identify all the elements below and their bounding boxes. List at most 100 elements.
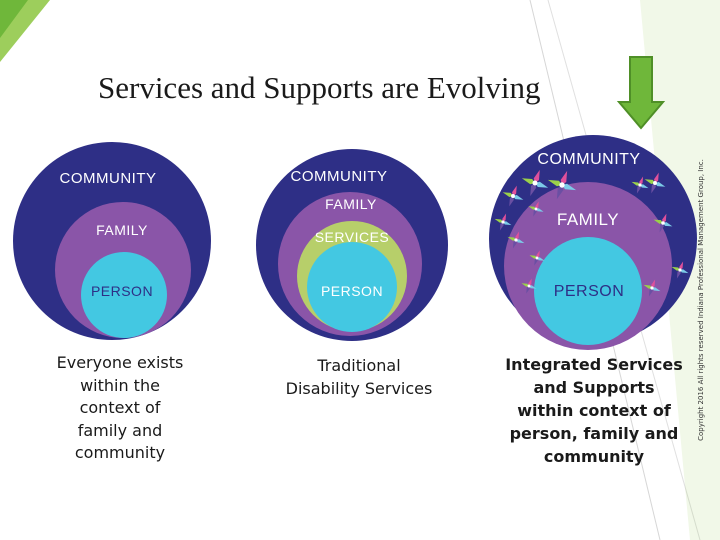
person-circle	[534, 237, 642, 345]
star-petal	[639, 176, 644, 185]
caption-line: context of	[79, 398, 161, 417]
star-icon	[507, 231, 525, 249]
star-petal	[533, 209, 537, 217]
star-center	[534, 207, 538, 211]
star-petal	[512, 185, 517, 196]
star-icon	[521, 169, 549, 197]
caption-line: Everyone exists	[56, 353, 184, 372]
caption-line: and Supports	[533, 378, 655, 397]
community-label: COMMUNITY	[537, 151, 640, 168]
person-label: PERSON	[91, 283, 153, 299]
star-petal	[651, 279, 656, 288]
diagram-everyone: COMMUNITY FAMILY PERSON	[13, 142, 211, 340]
star-petal	[648, 288, 653, 297]
star-icons	[494, 169, 689, 297]
star-petal	[537, 257, 545, 261]
star-petal	[521, 178, 535, 185]
caption-line: within context of	[517, 401, 671, 420]
star-petal	[494, 218, 503, 223]
caption-integrated: Integrated Services and Supports within …	[496, 353, 692, 468]
star-petal	[530, 183, 537, 197]
person-circle	[81, 252, 167, 338]
person-label: PERSON	[321, 283, 383, 299]
star-icon	[494, 213, 512, 231]
star-petal	[680, 269, 689, 274]
star-center	[653, 181, 657, 185]
star-petal	[640, 184, 649, 189]
star-petal	[659, 223, 664, 233]
star-center	[559, 182, 565, 188]
caption-traditional: Traditional Disability Services	[268, 355, 450, 400]
person-circle	[307, 242, 397, 332]
slide-title: Services and Supports are Evolving	[98, 70, 541, 105]
star-petal	[507, 236, 516, 241]
star-petal	[679, 261, 684, 270]
star-petal	[529, 255, 537, 259]
star-icon	[671, 261, 689, 279]
star-petal	[547, 179, 562, 187]
star-petal	[644, 179, 655, 184]
star-icon	[528, 201, 544, 217]
star-icon	[644, 172, 666, 194]
star-petal	[636, 185, 641, 194]
star-icon	[643, 279, 661, 297]
star-petal	[662, 213, 667, 223]
star-petal	[528, 278, 532, 286]
star-center	[661, 221, 665, 225]
star-petal	[663, 222, 673, 227]
star-petal	[536, 250, 540, 258]
star-petal	[528, 206, 536, 210]
family-label: FAMILY	[96, 222, 148, 238]
star-petal	[655, 182, 666, 187]
caption-line: within the	[80, 375, 160, 395]
star-petal	[560, 170, 568, 185]
star-center	[535, 256, 539, 260]
star-petal	[535, 201, 539, 209]
down-arrow-icon	[616, 56, 666, 130]
star-center	[511, 194, 515, 198]
star-icon	[547, 170, 577, 200]
family-label: FAMILY	[557, 210, 619, 229]
star-petal	[499, 222, 504, 231]
star-icon	[529, 250, 545, 266]
star-petal	[536, 208, 544, 212]
star-center	[532, 180, 538, 186]
star-petal	[533, 169, 540, 183]
community-label: COMMUNITY	[291, 168, 388, 185]
star-icon	[631, 176, 649, 194]
caption-line: Traditional	[317, 356, 401, 375]
person-label: PERSON	[554, 283, 625, 300]
star-center	[638, 183, 642, 187]
star-petal	[652, 287, 661, 292]
star-petal	[512, 240, 517, 249]
star-petal	[513, 195, 524, 200]
star-center	[650, 286, 654, 290]
star-center	[527, 284, 531, 288]
star-petal	[631, 181, 640, 186]
star-center	[678, 268, 682, 272]
caption-line: Integrated Services	[505, 355, 683, 374]
star-icon	[653, 213, 673, 233]
caption-line: person, family and	[509, 424, 679, 443]
community-label: COMMUNITY	[60, 170, 157, 187]
star-petal	[653, 219, 663, 224]
caption-line: Disability Services	[285, 378, 433, 398]
star-petal	[671, 266, 680, 271]
star-petal	[515, 231, 520, 240]
caption-line: community	[543, 447, 645, 466]
star-petal	[651, 183, 656, 194]
star-petal	[654, 172, 659, 183]
star-petal	[562, 183, 577, 191]
caption-everyone: Everyone exists within the context of fa…	[40, 352, 200, 465]
green-corner-wedge-dark	[0, 0, 28, 38]
star-center	[501, 220, 505, 224]
star-petal	[556, 185, 564, 200]
star-petal	[503, 221, 512, 226]
diagram-integrated: COMMUNITY FAMILY PERSON	[489, 135, 697, 350]
diagram-traditional: COMMUNITY FAMILY SERVICES PERSON	[256, 149, 448, 341]
star-icon	[502, 185, 524, 207]
star-petal	[509, 196, 514, 207]
star-petal	[643, 284, 652, 289]
